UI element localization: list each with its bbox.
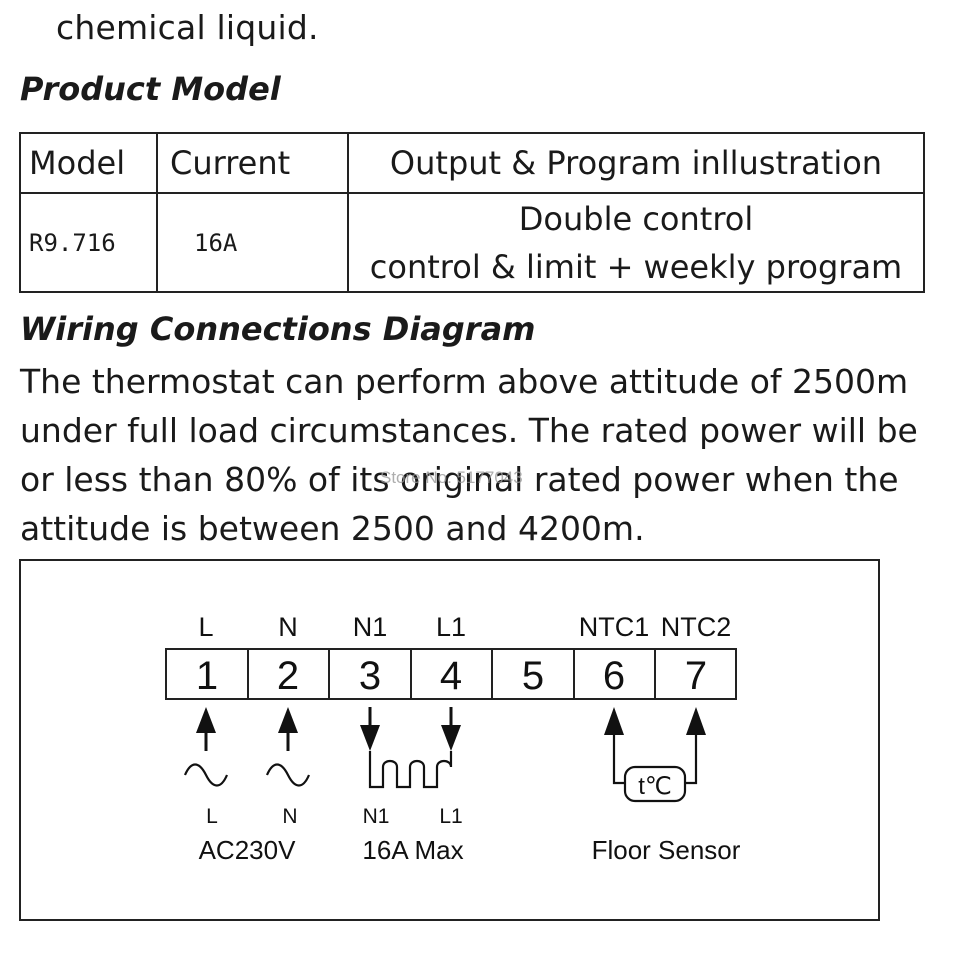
terminal-6: 6 xyxy=(603,654,625,698)
terminal-3: 3 xyxy=(359,654,381,698)
terminal-label-n: N xyxy=(278,612,298,642)
temperature-sensor-symbol: t℃ xyxy=(638,773,672,800)
product-model-heading: Product Model xyxy=(20,70,281,108)
arrow-up-icon xyxy=(686,707,706,735)
arrow-down-icon xyxy=(360,725,380,751)
cell-output: Double control control & limit + weekly … xyxy=(347,192,925,293)
intro-text: chemical liquid. xyxy=(56,8,319,47)
terminal-5: 5 xyxy=(522,654,544,698)
paragraph-line: or less than 80% of its original rated p… xyxy=(20,460,899,499)
terminal-label-l: L xyxy=(198,612,213,642)
wiring-paragraph: The thermostat can perform above attitud… xyxy=(20,357,940,553)
table-header-row: Model Current Output & Program inllustra… xyxy=(19,132,925,194)
wiring-diagram: L N N1 L1 NTC1 NTC2 1 2 3 4 5 6 7 xyxy=(19,559,880,921)
floor-sensor-wiring xyxy=(612,733,698,803)
terminal-1: 1 xyxy=(196,654,218,698)
ac-sine-icon xyxy=(265,763,311,787)
terminal-4: 4 xyxy=(440,654,462,698)
paragraph-line: under full load circumstances. The rated… xyxy=(20,411,918,450)
load-label-n1: N1 xyxy=(363,805,390,828)
terminal-7: 7 xyxy=(685,654,707,698)
terminal-label-ntc2: NTC2 xyxy=(661,612,732,642)
power-label-n: N xyxy=(282,805,297,828)
table-row: R9.716 16A Double control control & limi… xyxy=(19,192,925,293)
power-caption: AC230V xyxy=(199,835,296,865)
terminal-label-n1: N1 xyxy=(353,612,388,642)
sensor-caption: Floor Sensor xyxy=(592,835,741,865)
header-current: Current xyxy=(156,132,349,194)
wiring-diagram-svg: L N N1 L1 NTC1 NTC2 1 2 3 4 5 6 7 xyxy=(165,612,741,865)
store-watermark: Store No. 5177043 xyxy=(380,468,523,487)
terminal-2: 2 xyxy=(277,654,299,698)
terminal-label-ntc1: NTC1 xyxy=(579,612,650,642)
paragraph-line: The thermostat can perform above attitud… xyxy=(20,362,909,401)
arrow-down-icon xyxy=(441,725,461,751)
cell-model: R9.716 xyxy=(19,192,158,293)
terminal-label-l1: L1 xyxy=(436,612,466,642)
header-output: Output & Program inllustration xyxy=(347,132,925,194)
product-model-table: Model Current Output & Program inllustra… xyxy=(19,132,925,293)
arrow-up-icon xyxy=(604,707,624,735)
terminal-block xyxy=(165,648,737,700)
output-line-1: Double control xyxy=(518,199,754,238)
wiring-heading: Wiring Connections Diagram xyxy=(20,310,536,348)
load-label-l1: L1 xyxy=(439,805,462,828)
cell-current: 16A xyxy=(156,192,349,293)
heating-load-icon xyxy=(368,751,453,789)
paragraph-line: attitude is between 2500 and 4200m. xyxy=(20,509,645,548)
load-caption: 16A Max xyxy=(362,835,463,865)
power-label-l: L xyxy=(206,805,218,828)
arrow-up-icon xyxy=(196,707,216,733)
header-model: Model xyxy=(19,132,158,194)
output-line-2: control & limit + weekly program xyxy=(369,247,903,286)
ac-sine-icon xyxy=(183,763,229,787)
arrow-up-icon xyxy=(278,707,298,733)
